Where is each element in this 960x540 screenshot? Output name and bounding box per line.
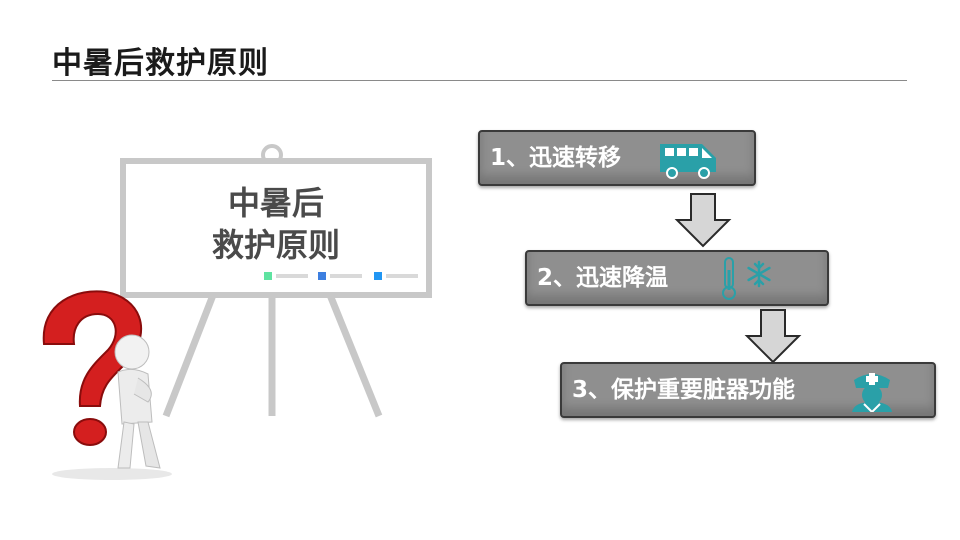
step-2-label: 2、迅速降温 [537,265,669,291]
board-title-line2: 救护原则 [211,226,340,264]
nurse-icon [852,373,892,412]
legend-bar [330,274,362,278]
legend-bar [276,274,308,278]
whiteboard: 中暑后 救护原则 [120,158,432,298]
step-3-box: 3、保护重要脏器功能 [560,362,936,418]
thinking-figure-question-mark-illustration [42,290,172,480]
step-1-box: 1、迅速转移 [478,130,756,186]
title-divider [52,80,907,81]
step-1-label: 1、迅速转移 [490,145,622,171]
ambulance-icon [660,144,716,179]
step-2-box: 2、迅速降温 [525,250,829,306]
step-3-label: 3、保护重要脏器功能 [572,377,796,403]
board-title-line1: 中暑后 [227,184,324,222]
legend-square-green [264,272,272,280]
legend-square-lightblue [374,272,382,280]
legend-bar [386,274,418,278]
page-title: 中暑后救护原则 [52,46,269,81]
legend-square-blue [318,272,326,280]
thermometer-snowflake-icon [722,257,771,300]
down-arrow-icon [744,309,802,364]
down-arrow-icon [674,193,732,248]
board-legend [126,272,426,280]
